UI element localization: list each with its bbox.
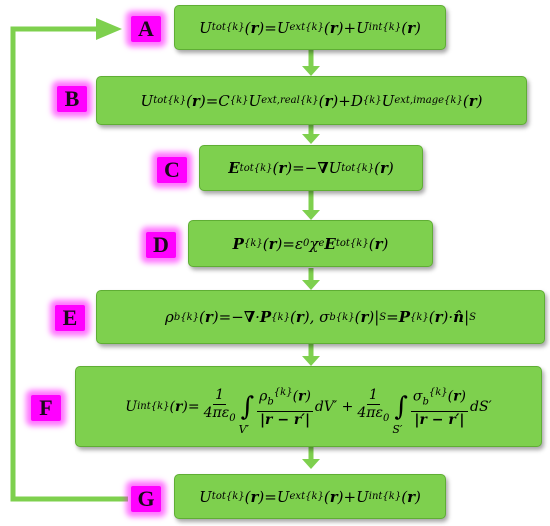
fraction-volume-integrand: ρb{k}(r)|r − r′| [257, 384, 313, 428]
arrowhead-d-e [302, 280, 320, 290]
arrowhead-loop [96, 18, 122, 40]
surface-integral: ∫S′ [392, 391, 408, 436]
feedback-loop-line [10, 26, 128, 502]
label-b: B [57, 86, 87, 112]
label-f: F [31, 395, 61, 421]
arrowhead-c-d [302, 210, 320, 220]
label-c: C [157, 157, 187, 183]
volume-integral: ∫V′ [238, 391, 255, 436]
label-d: D [146, 232, 176, 258]
label-g: G [131, 486, 161, 512]
fraction-surface-integrand: σb{k}(r)|r − r′| [410, 384, 468, 428]
label-a: A [131, 16, 161, 42]
arrowhead-e-f [302, 356, 320, 366]
label-e: E [55, 305, 85, 331]
arrowhead-b-c [302, 134, 320, 144]
arrowhead-a-b [302, 66, 320, 76]
arrowhead-f-g [302, 459, 320, 469]
